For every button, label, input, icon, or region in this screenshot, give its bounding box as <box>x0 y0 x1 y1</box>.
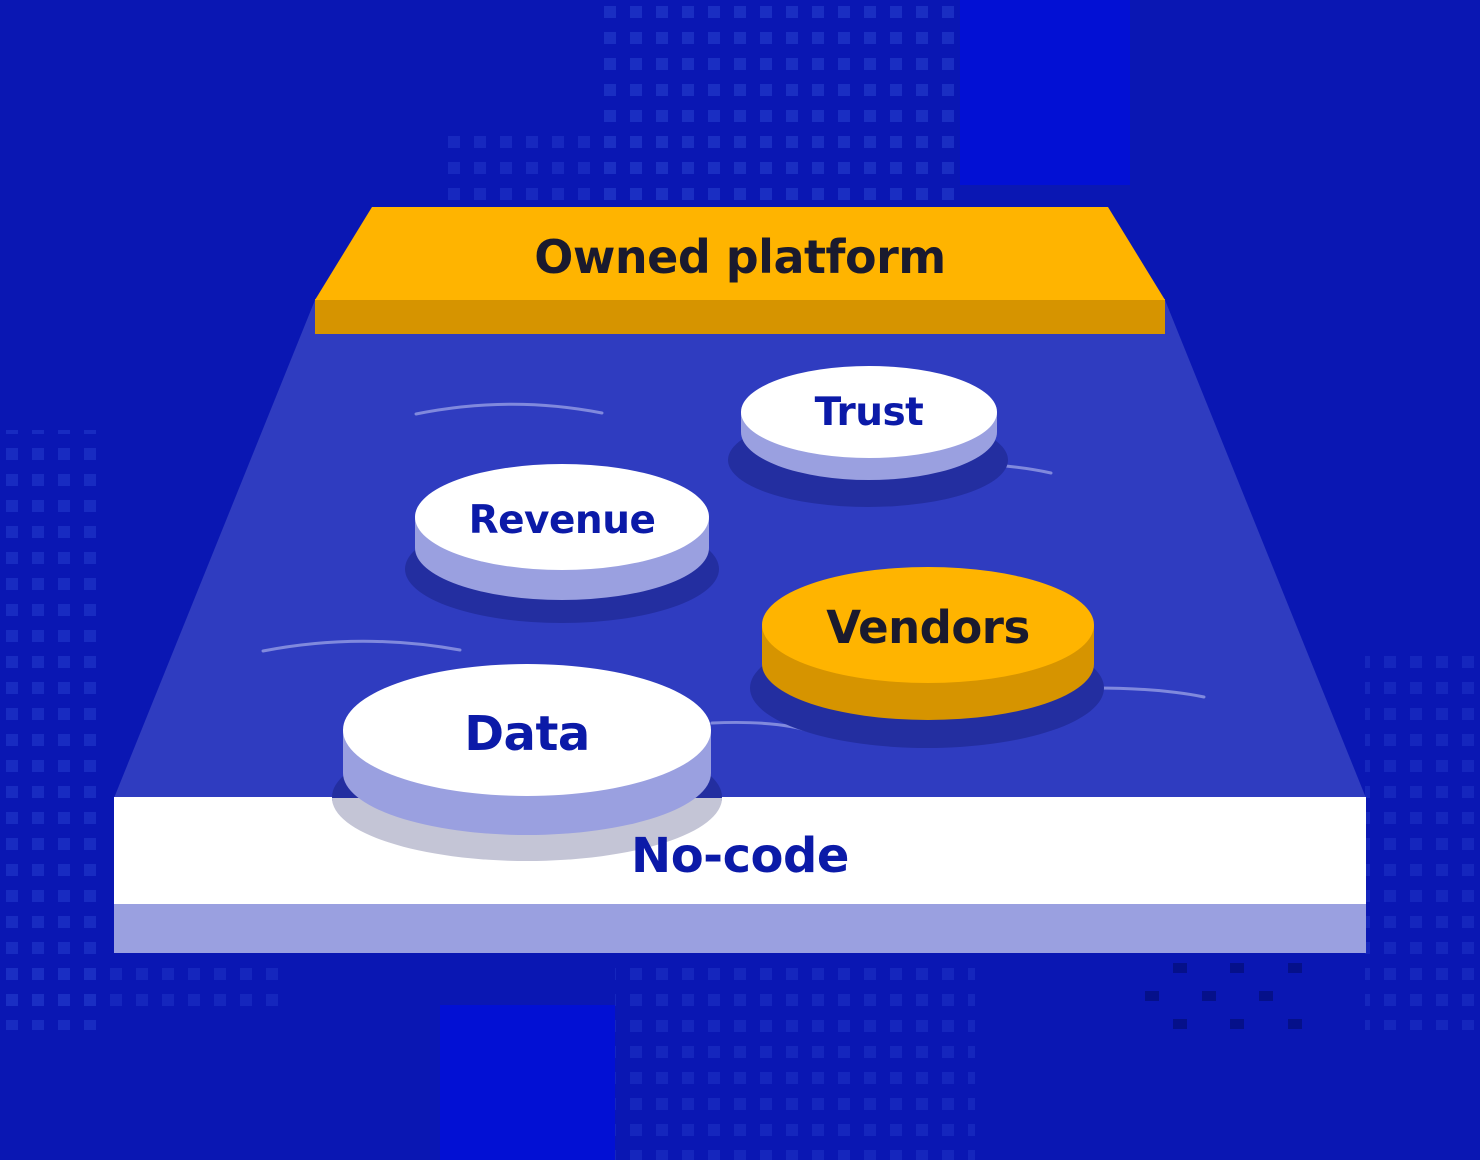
owned-platform-band-top <box>315 207 1165 300</box>
owned-platform-band-front <box>315 299 1165 334</box>
disc-data: Data <box>332 664 722 861</box>
disc-data-top <box>343 664 711 796</box>
disc-trust-label: Trust <box>815 390 924 435</box>
disc-trust-top <box>741 366 997 458</box>
owned-platform-label: Owned platform <box>534 230 945 284</box>
no-code-slab-front <box>114 903 1366 953</box>
disc-vendors-top <box>762 567 1094 683</box>
disc-data-label: Data <box>464 706 590 762</box>
disc-vendors: Vendors <box>750 567 1104 748</box>
disc-vendors-label: Vendors <box>826 601 1030 654</box>
disc-trust: Trust <box>728 366 1008 507</box>
disc-revenue-top <box>415 464 709 570</box>
disc-revenue-label: Revenue <box>469 498 656 543</box>
disc-revenue: Revenue <box>405 464 719 623</box>
no-code-slab-top <box>114 797 1366 904</box>
no-code-label: No-code <box>631 828 849 884</box>
